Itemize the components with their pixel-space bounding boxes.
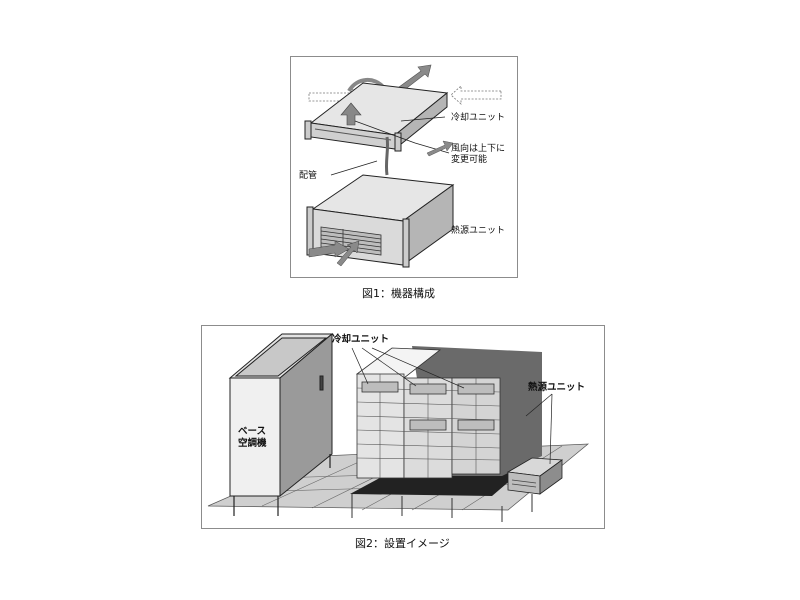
fig2-label-base-ac-line2: 空調機 [238, 438, 267, 449]
figure-1-drawing [304, 64, 502, 268]
fig2-label-base-ac-line1: ベース [238, 426, 267, 437]
figure-1-caption: 図1：機器構成 [362, 287, 435, 300]
fig2-label-heat-source-unit: 熱源ユニット [528, 382, 586, 393]
label-piping: 配管 [299, 171, 318, 181]
figure-1-equipment-configuration: 冷却ユニット 風向は上下に 変更可能 配管 熱源ユニット [290, 56, 518, 278]
label-airflow-line2: 変更可能 [451, 155, 488, 165]
piping-line [384, 136, 390, 176]
label-airflow-line1: 風向は上下に [451, 144, 506, 154]
cabinet-legs [233, 454, 331, 516]
leader-lines [330, 116, 450, 206]
airflow-direction-arrow [426, 140, 454, 157]
figure-2-installation-image: 冷却ユニット 熱源ユニット ベース 空調機 [201, 325, 605, 529]
intake-arrow-top-right [398, 64, 432, 92]
label-cooling-unit: 冷却ユニット [451, 113, 506, 123]
heat-source-unit-fig2 [506, 457, 564, 495]
server-racks [355, 347, 501, 479]
figure-2-caption: 図2：設置イメージ [355, 537, 450, 550]
label-heat-source-unit: 熱源ユニット [451, 226, 506, 236]
fig2-label-cooling-unit: 冷却ユニット [332, 334, 390, 345]
exhaust-arrow-lower [308, 240, 350, 258]
exhaust-arrow-lower-right [336, 240, 360, 267]
cooling-unit-box [304, 82, 449, 152]
base-ac-cabinet [228, 332, 334, 498]
upward-airflow-arrow [340, 102, 362, 126]
fig2-leader-lines [351, 347, 553, 465]
floor-support-legs [351, 494, 533, 522]
figure-2-drawing [207, 332, 590, 522]
